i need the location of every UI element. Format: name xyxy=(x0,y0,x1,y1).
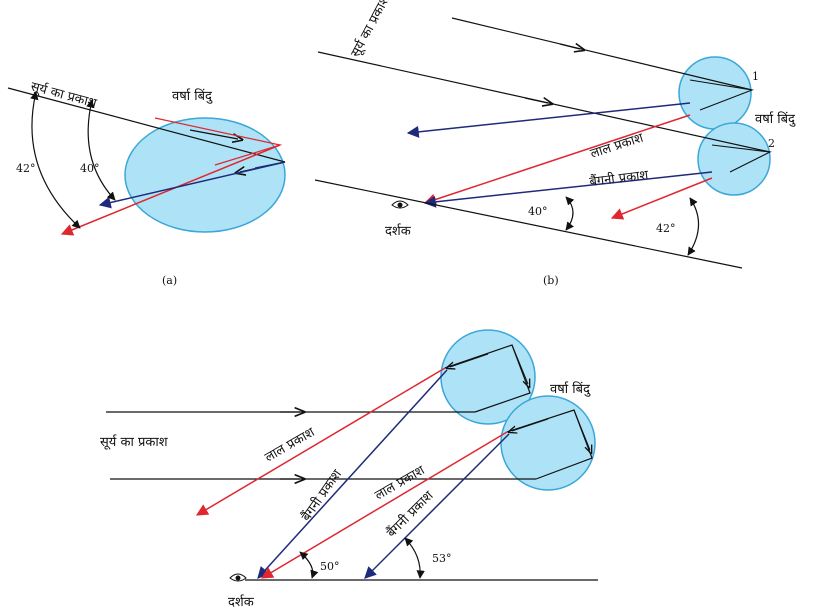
panel-c: वर्षा बिंदु सूर्य का प्रकाश लाल प्रकाश ब… xyxy=(100,329,598,610)
sunlight-label-b: सूर्य का प्रकाश xyxy=(347,0,393,60)
raindrop-c2 xyxy=(500,395,596,491)
violet-exit-c1 xyxy=(257,369,448,579)
red-exit-c1 xyxy=(195,367,446,516)
angle-c1: 50° xyxy=(320,560,340,573)
angle-outer-a: 42° xyxy=(16,162,36,175)
raindrop-label-a: वर्षा बिंदु xyxy=(172,88,213,104)
sunlight-label-a: सूर्य का प्रकाश xyxy=(29,78,99,111)
violet-exit-a xyxy=(98,161,286,209)
raindrop-label-c: वर्षा बिंदु xyxy=(550,381,591,397)
panel-b: सूर्य का प्रकाश वर्षा बिंदु 1 2 लाल प्रक… xyxy=(314,0,796,287)
angle-red-b: 42° xyxy=(656,222,676,235)
eye-icon xyxy=(391,200,409,209)
drop-number-2: 2 xyxy=(768,137,775,150)
angle-inner-a: 40° xyxy=(80,162,100,175)
violet-exit-c2 xyxy=(364,433,510,579)
red-exit-a xyxy=(60,144,281,236)
eye-icon xyxy=(229,573,247,582)
angle-violet-b: 40° xyxy=(528,205,548,218)
red-exit-b1 xyxy=(423,114,691,206)
red-exit-b2 xyxy=(610,177,713,220)
observer-label-c: दर्शक xyxy=(228,594,255,610)
panel-a: सूर्य का प्रकाश वर्षा बिंदु 42° 40° (a) xyxy=(7,78,286,287)
violet-exit-b1 xyxy=(406,102,691,138)
violet-label-c1: बैंगनी प्रकाश xyxy=(298,466,346,524)
red-label-b: लाल प्रकाश xyxy=(589,130,647,162)
raindrop-label-b: वर्षा बिंदु xyxy=(755,111,796,127)
violet-label-b: बैंगनी प्रकाश xyxy=(589,167,651,190)
angle-c2: 53° xyxy=(432,552,452,565)
violet-exit-b2 xyxy=(423,171,713,208)
observer-label-b: दर्शक xyxy=(385,223,412,239)
caption-b: (b) xyxy=(543,274,559,287)
raindrop-b2 xyxy=(697,122,771,196)
drop-number-1: 1 xyxy=(752,70,759,83)
caption-a: (a) xyxy=(162,274,177,287)
raindrop-b1 xyxy=(678,56,752,130)
sunlight-label-c: सूर्य का प्रकाश xyxy=(100,434,169,450)
